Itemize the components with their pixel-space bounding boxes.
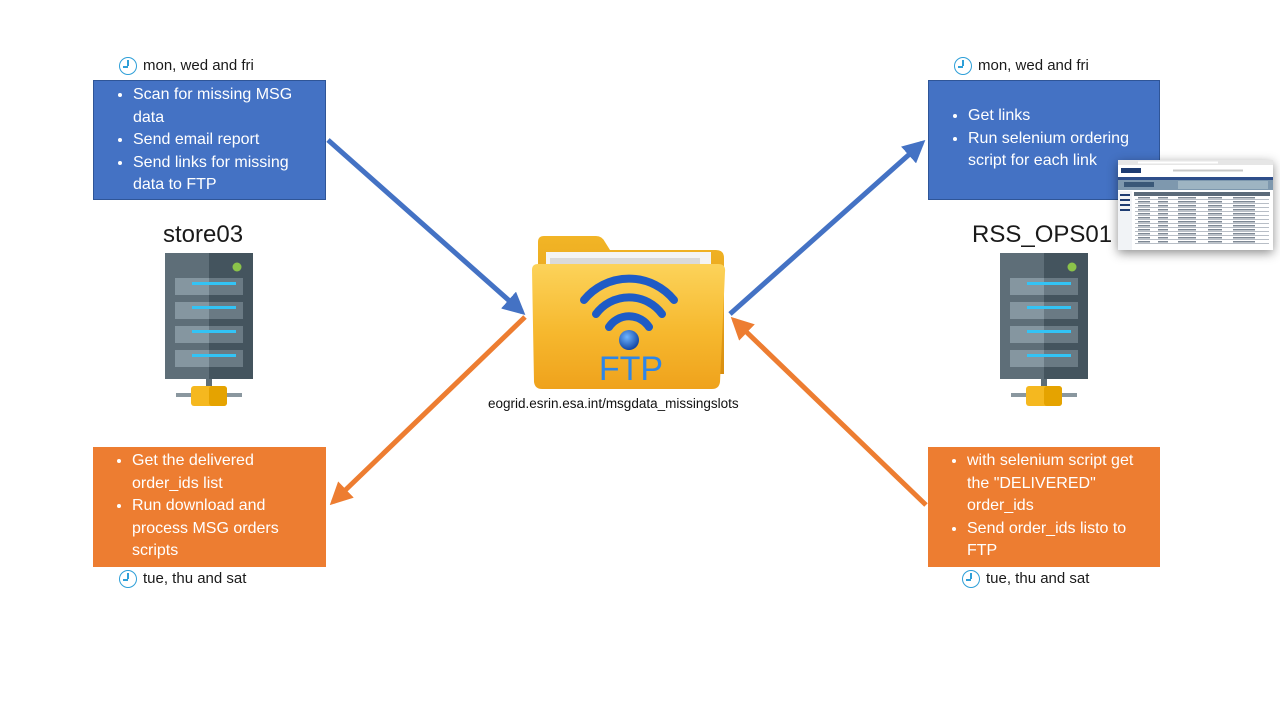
clock-icon <box>954 57 972 76</box>
left-top-task-box: Scan for missing MSG data Send email rep… <box>93 80 326 200</box>
task-item: Get the delivered order_ids list <box>132 450 320 495</box>
clock-icon <box>962 570 980 589</box>
schedule-text: mon, wed and fri <box>978 57 1089 74</box>
clock-icon <box>119 57 137 76</box>
schedule-text: mon, wed and fri <box>143 57 254 74</box>
task-item: Send email report <box>133 129 319 152</box>
task-item: Run download and process MSG orders scri… <box>132 495 320 563</box>
ftp-address: eogrid.esrin.esa.int/msgdata_missingslot… <box>488 396 739 411</box>
right-top-schedule: mon, wed and fri <box>954 55 1089 77</box>
left-bottom-schedule: tue, thu and sat <box>119 568 246 590</box>
ftp-folder-icon: FTP <box>532 236 726 389</box>
host-rss-ops01: RSS_OPS01 <box>972 221 1113 248</box>
selenium-website-thumbnail <box>1118 160 1273 250</box>
thumbnail-image <box>1118 160 1273 250</box>
clock-icon <box>119 570 137 589</box>
left-top-schedule: mon, wed and fri <box>119 55 254 77</box>
arrow-rssops01-to-ftp <box>730 316 928 507</box>
server-icon <box>1000 253 1088 406</box>
arrow-store03-to-ftp <box>326 138 526 315</box>
schedule-text: tue, thu and sat <box>986 570 1090 587</box>
ftp-label: FTP <box>599 350 663 388</box>
host-store03: store03 <box>163 221 244 248</box>
task-item: with selenium script get the "DELIVERED"… <box>967 450 1154 518</box>
left-bottom-task-box: Get the delivered order_ids list Run dow… <box>93 447 326 567</box>
schedule-text: tue, thu and sat <box>143 570 247 587</box>
task-item: Get links <box>968 105 1153 128</box>
right-bottom-schedule: tue, thu and sat <box>962 568 1089 590</box>
right-bottom-task-box: with selenium script get the "DELIVERED"… <box>928 447 1160 567</box>
arrow-ftp-to-rssops01 <box>728 140 926 316</box>
task-item: Scan for missing MSG data <box>133 84 319 129</box>
task-item: Run selenium ordering script for each li… <box>968 128 1153 173</box>
task-item: Send order_ids listo to FTP <box>967 518 1154 563</box>
server-icon <box>165 253 253 406</box>
arrow-ftp-to-store03 <box>329 315 527 506</box>
task-item: Send links for missing data to FTP <box>133 152 319 197</box>
